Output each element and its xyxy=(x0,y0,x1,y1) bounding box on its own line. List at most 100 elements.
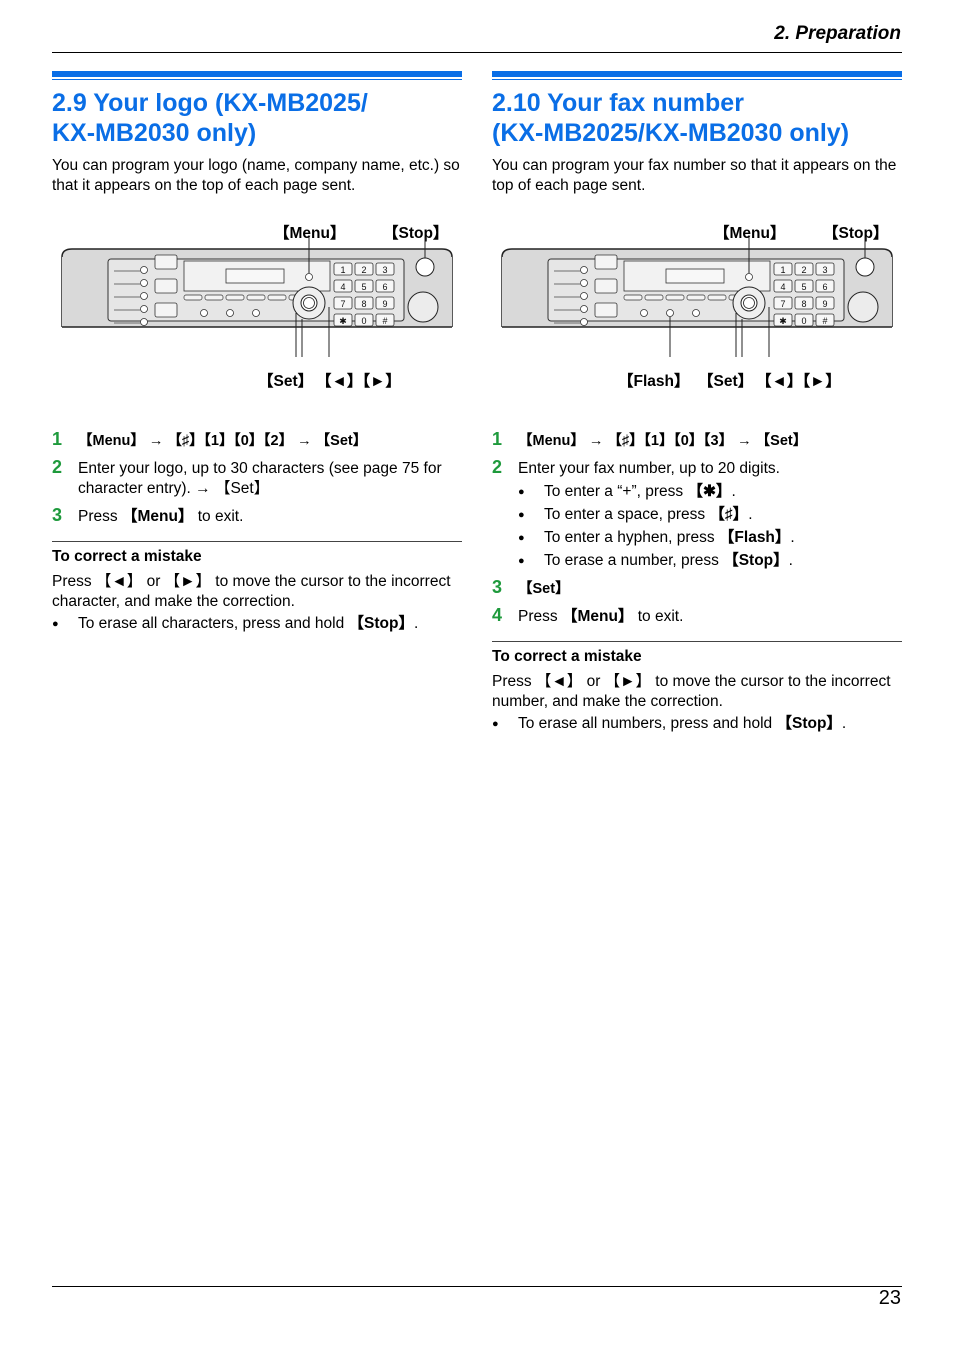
keypad-key-label: 5 xyxy=(361,282,366,292)
footer-rule xyxy=(52,1286,902,1287)
function-button xyxy=(686,294,706,301)
keypad-key-label: 8 xyxy=(801,299,806,309)
step-text: Enter your logo, up to 30 characters (se… xyxy=(78,460,442,497)
start-button xyxy=(847,291,879,323)
bullet-text: To erase all numbers, press and hold xyxy=(518,715,777,732)
header-rule xyxy=(52,52,902,53)
keypad-key-label: 7 xyxy=(780,299,785,309)
section-heading: 2.10 Your fax number (KX-MB2025/KX-MB203… xyxy=(492,88,902,148)
step-2-bullets: To enter a “+”, press 【✱】. To enter a sp… xyxy=(518,482,902,571)
bullet-end: . xyxy=(788,552,793,569)
step-number: 2 xyxy=(492,457,503,477)
small-round-button xyxy=(200,309,208,317)
keypad-key-label: 5 xyxy=(801,282,806,292)
side-button xyxy=(154,302,178,318)
small-round-button xyxy=(252,309,260,317)
step-number: 4 xyxy=(492,605,503,625)
indicator-led xyxy=(580,305,588,313)
side-button xyxy=(594,278,618,294)
step-1: 1 【Menu】 → 【♯】【1】【0】【2】 → 【Set】 xyxy=(52,429,462,451)
step-text: Press xyxy=(518,608,562,625)
keypad-key-label: 2 xyxy=(801,265,806,275)
heading-bar xyxy=(52,71,462,77)
step-text: Press xyxy=(78,508,122,525)
bullet-plus: To enter a “+”, press 【✱】. xyxy=(518,482,902,502)
label-set: 【Set】 xyxy=(698,373,754,390)
heading-bar-thin xyxy=(52,79,462,80)
key-stop: 【Stop】 xyxy=(776,715,842,732)
bullet-end: . xyxy=(841,715,847,732)
label-arrows: 【◄】【►】 xyxy=(316,373,401,390)
keypad-key xyxy=(375,296,395,310)
section-title: 2. Preparation xyxy=(774,23,901,44)
keypad-key-label: 0 xyxy=(361,316,366,326)
keypad-key xyxy=(333,313,353,327)
keypad-key-label: # xyxy=(822,316,827,326)
keypad-key-label: 9 xyxy=(382,299,387,309)
keypad-key xyxy=(375,279,395,293)
keypad-key-label: # xyxy=(382,316,387,326)
lcd-screen xyxy=(665,268,725,284)
small-round-button xyxy=(226,309,234,317)
heading-bar-thin xyxy=(492,79,902,80)
indicator-led xyxy=(140,279,148,287)
side-button xyxy=(594,302,618,318)
step-2: 2 Enter your fax number, up to 20 digits… xyxy=(492,457,902,571)
bullet-text: To erase all characters, press and hold xyxy=(78,615,349,632)
label-arrows: 【◄】【►】 xyxy=(756,373,841,390)
keypad-key xyxy=(333,296,353,310)
set-button-inner xyxy=(303,297,315,309)
label-stop: 【Stop】 xyxy=(823,225,889,242)
step-number: 3 xyxy=(52,505,63,525)
step-number: 1 xyxy=(492,429,503,449)
bullet-end: . xyxy=(748,506,753,523)
indicator-led xyxy=(580,318,588,326)
indicator-led xyxy=(140,318,148,326)
function-button xyxy=(246,294,266,301)
intro-text: You can program your fax number so that … xyxy=(492,157,897,194)
correct-bullet: To erase all characters, press and hold … xyxy=(52,614,462,634)
keypad-key xyxy=(794,296,814,310)
key-hash: 【♯】 xyxy=(709,506,749,523)
small-round-button xyxy=(640,309,648,317)
keypad-key-label: ✱ xyxy=(339,316,347,326)
step-1: 1 【Menu】 → 【♯】【1】【0】【3】 → 【Set】 xyxy=(492,429,902,451)
keypad-key-label: 8 xyxy=(361,299,366,309)
indicator-led xyxy=(580,292,588,300)
bullet-text: To enter a “+”, press xyxy=(544,483,688,500)
side-button xyxy=(594,254,618,270)
keypad-key-label: 4 xyxy=(340,282,345,292)
keypad-key xyxy=(794,262,814,276)
keypad-key xyxy=(773,279,793,293)
step-text-end: to exit. xyxy=(193,508,244,525)
step-text: 【Set】 xyxy=(518,581,570,597)
keypad-key-label: 6 xyxy=(382,282,387,292)
keypad-key xyxy=(815,279,835,293)
key-menu: 【Menu】 xyxy=(121,508,194,525)
step-number: 1 xyxy=(52,429,63,449)
side-button xyxy=(154,278,178,294)
keypad-key xyxy=(354,262,374,276)
stop-button xyxy=(415,257,435,277)
function-button xyxy=(623,294,643,301)
keypad-key xyxy=(333,262,353,276)
bullet-text: To enter a space, press xyxy=(544,506,710,523)
keypad-key-label: 7 xyxy=(340,299,345,309)
keypad-key-label: ✱ xyxy=(779,316,787,326)
function-button xyxy=(183,294,203,301)
keypad-key-label: 1 xyxy=(340,265,345,275)
keypad-key-label: 1 xyxy=(780,265,785,275)
step-text: 【Menu】 → 【♯】【1】【0】【2】 → 【Set】 xyxy=(78,433,368,449)
bullet-end: . xyxy=(413,615,419,632)
heading-line-1: 2.9 Your logo (KX-MB2025/ xyxy=(52,89,368,117)
indicator-led xyxy=(140,292,148,300)
keypad-key xyxy=(815,296,835,310)
keypad-key xyxy=(773,262,793,276)
keypad-key xyxy=(375,262,395,276)
label-stop: 【Stop】 xyxy=(383,225,449,242)
heading-line-2: (KX-MB2025/KX-MB2030 only) xyxy=(492,119,850,147)
